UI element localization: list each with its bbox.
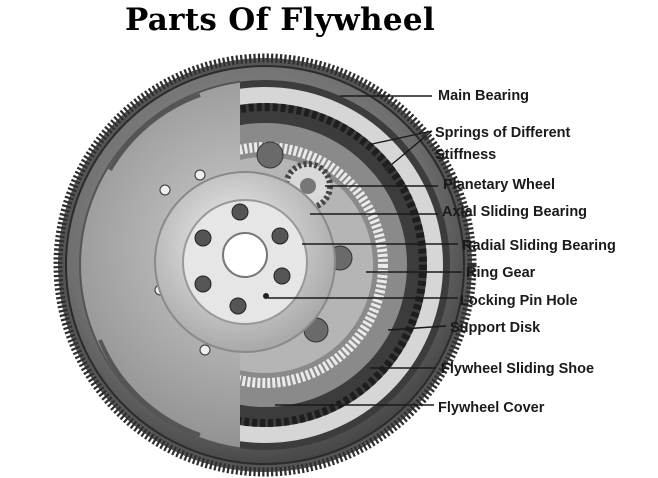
label-locking-pin-hole: Locking Pin Hole: [460, 293, 578, 309]
hub: [154, 171, 336, 353]
label-planetary-wheel: Planetary Wheel: [443, 177, 556, 193]
leader-support-disk: [387, 325, 447, 331]
label-springs-line1: Springs of Different: [435, 125, 571, 141]
leader-springs-2: [384, 130, 433, 171]
label-axial-sliding-bearing: Axial Sliding Bearing: [442, 204, 588, 220]
label-main-bearing: Main Bearing: [438, 88, 530, 104]
diagram-title: Parts Of Flywheel: [125, 2, 435, 38]
label-flywheel-cover: Flywheel Cover: [438, 400, 545, 416]
label-radial-sliding-bearing: Radial Sliding Bearing: [462, 238, 616, 254]
leader-lines: [268, 95, 462, 406]
label-springs-line2: Stiffness: [435, 147, 497, 163]
label-ring-gear: Ring Gear: [466, 265, 536, 281]
leader-springs-1: [371, 130, 433, 145]
label-flywheel-sliding-shoe: Flywheel Sliding Shoe: [441, 361, 595, 377]
label-springs: Springs of Different Stiffness: [435, 124, 570, 165]
label-support-disk: Support Disk: [450, 320, 541, 336]
